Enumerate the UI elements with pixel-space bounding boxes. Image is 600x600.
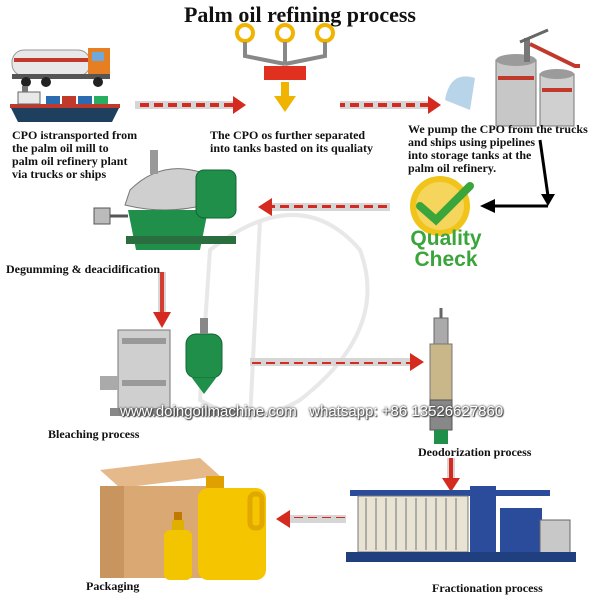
caption-degumming: Degumming & deacidification <box>6 262 160 276</box>
caption-fractionation: Fractionation process <box>432 581 543 595</box>
page-title: Palm oil refining process <box>183 2 416 27</box>
oil-jug-icon <box>198 476 266 580</box>
caption-storage: We pump the CPO from the trucks and ship… <box>408 122 588 175</box>
truck-icon <box>11 48 110 87</box>
filter-press-icon <box>346 486 576 562</box>
arrow-separate-to-storage <box>340 96 441 114</box>
quality-word: Quality <box>410 227 482 250</box>
arrow-bleaching-to-deodorization <box>250 353 424 371</box>
arrow-fractionation-to-packaging <box>276 510 346 528</box>
caption-deodorization: Deodorization process <box>418 445 532 459</box>
oil-bottle-icon <box>164 512 192 580</box>
separation-icon <box>235 23 335 112</box>
deodorization-tower-icon <box>429 308 453 444</box>
arrow-storage-to-quality <box>480 139 555 213</box>
bleaching-machine-icon <box>100 318 240 416</box>
background-logo-icon <box>197 213 370 421</box>
arrow-quality-to-degumming <box>258 198 390 216</box>
quality-check-label: Quality Check <box>396 228 496 270</box>
caption-separate: The CPO os further separated into tanks … <box>210 128 374 155</box>
centrifuge-machine-icon <box>93 150 237 250</box>
ship-icon <box>10 86 120 122</box>
arrow-degumming-to-bleaching <box>153 272 171 328</box>
caption-bleaching: Bleaching process <box>48 427 140 441</box>
storage-tanks-icon <box>445 28 580 127</box>
arrow-transport-to-separate <box>135 96 246 114</box>
arrow-deodorization-to-fractionation <box>442 458 460 492</box>
caption-packaging: Packaging <box>86 579 140 593</box>
watermark: www.doingoilmachine.com whatsapp: +86 13… <box>120 403 504 420</box>
check-word: Check <box>414 248 478 271</box>
quality-check-icon <box>410 176 474 236</box>
caption-transport: CPO istransported from the palm oil mill… <box>12 128 138 181</box>
